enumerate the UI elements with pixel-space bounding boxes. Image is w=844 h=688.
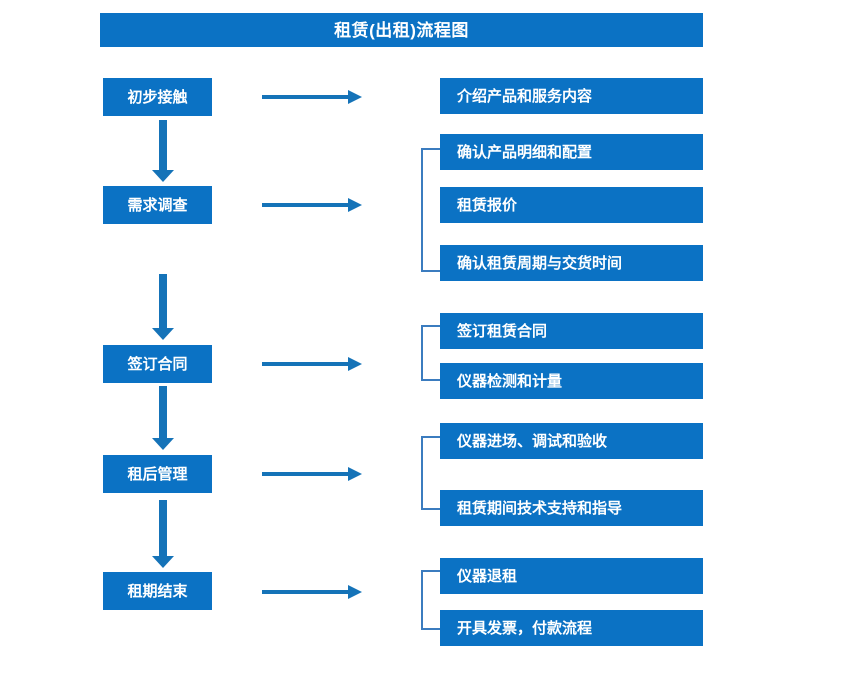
detail-box-sign-rental-contract[interactable]: 签订租赁合同 [440,313,703,349]
flow-arrow-down-icon [152,386,174,450]
detail-box-instrument-inspection[interactable]: 仪器检测和计量 [440,363,703,399]
detail-label: 仪器退租 [457,567,518,585]
detail-box-confirm-product-specs[interactable]: 确认产品明细和配置 [440,134,703,170]
detail-label: 仪器检测和计量 [457,372,563,390]
detail-box-invoice-payment[interactable]: 开具发票，付款流程 [440,610,703,646]
flow-arrow-down-icon [152,120,174,182]
stage-label: 租后管理 [127,465,188,483]
detail-box-introduce-products[interactable]: 介绍产品和服务内容 [440,78,703,114]
stage-box-needs-survey[interactable]: 需求调查 [103,186,212,224]
detail-label: 租赁报价 [457,196,518,214]
flow-arrow-right-icon [262,467,362,481]
group-bracket-needs-survey [421,148,440,272]
detail-label: 介绍产品和服务内容 [457,87,593,105]
detail-label: 确认产品明细和配置 [457,143,593,161]
group-bracket-rental-end [421,570,440,630]
group-bracket-post-rental [421,436,440,510]
flow-arrow-down-icon [152,274,174,340]
stage-box-rental-end[interactable]: 租期结束 [103,572,212,610]
detail-box-confirm-period-delivery[interactable]: 确认租赁周期与交货时间 [440,245,703,281]
group-bracket-sign-contract [421,325,440,381]
flow-arrow-right-icon [262,585,362,599]
flow-arrow-right-icon [262,357,362,371]
stage-box-initial-contact[interactable]: 初步接触 [103,78,212,116]
stage-label: 需求调查 [127,196,188,214]
detail-label: 开具发票，付款流程 [457,619,593,637]
diagram-title-bar: 租赁(出租)流程图 [100,13,703,47]
detail-label: 签订租赁合同 [457,322,548,340]
stage-label: 租期结束 [127,582,188,600]
stage-box-post-rental-management[interactable]: 租后管理 [103,455,212,493]
stage-label: 初步接触 [127,88,188,106]
stage-label: 签订合同 [127,355,188,373]
flow-arrow-right-icon [262,198,362,212]
detail-box-rental-quotation[interactable]: 租赁报价 [440,187,703,223]
flow-arrow-right-icon [262,90,362,104]
stage-box-sign-contract[interactable]: 签订合同 [103,345,212,383]
detail-label: 租赁期间技术支持和指导 [457,499,623,517]
flow-arrow-down-icon [152,500,174,568]
page-title: 租赁(出租)流程图 [334,20,469,40]
detail-box-instrument-onsite-commissioning[interactable]: 仪器进场、调试和验收 [440,423,703,459]
detail-label: 仪器进场、调试和验收 [457,432,608,450]
detail-box-technical-support[interactable]: 租赁期间技术支持和指导 [440,490,703,526]
detail-label: 确认租赁周期与交货时间 [457,254,623,272]
detail-box-instrument-return[interactable]: 仪器退租 [440,558,703,594]
